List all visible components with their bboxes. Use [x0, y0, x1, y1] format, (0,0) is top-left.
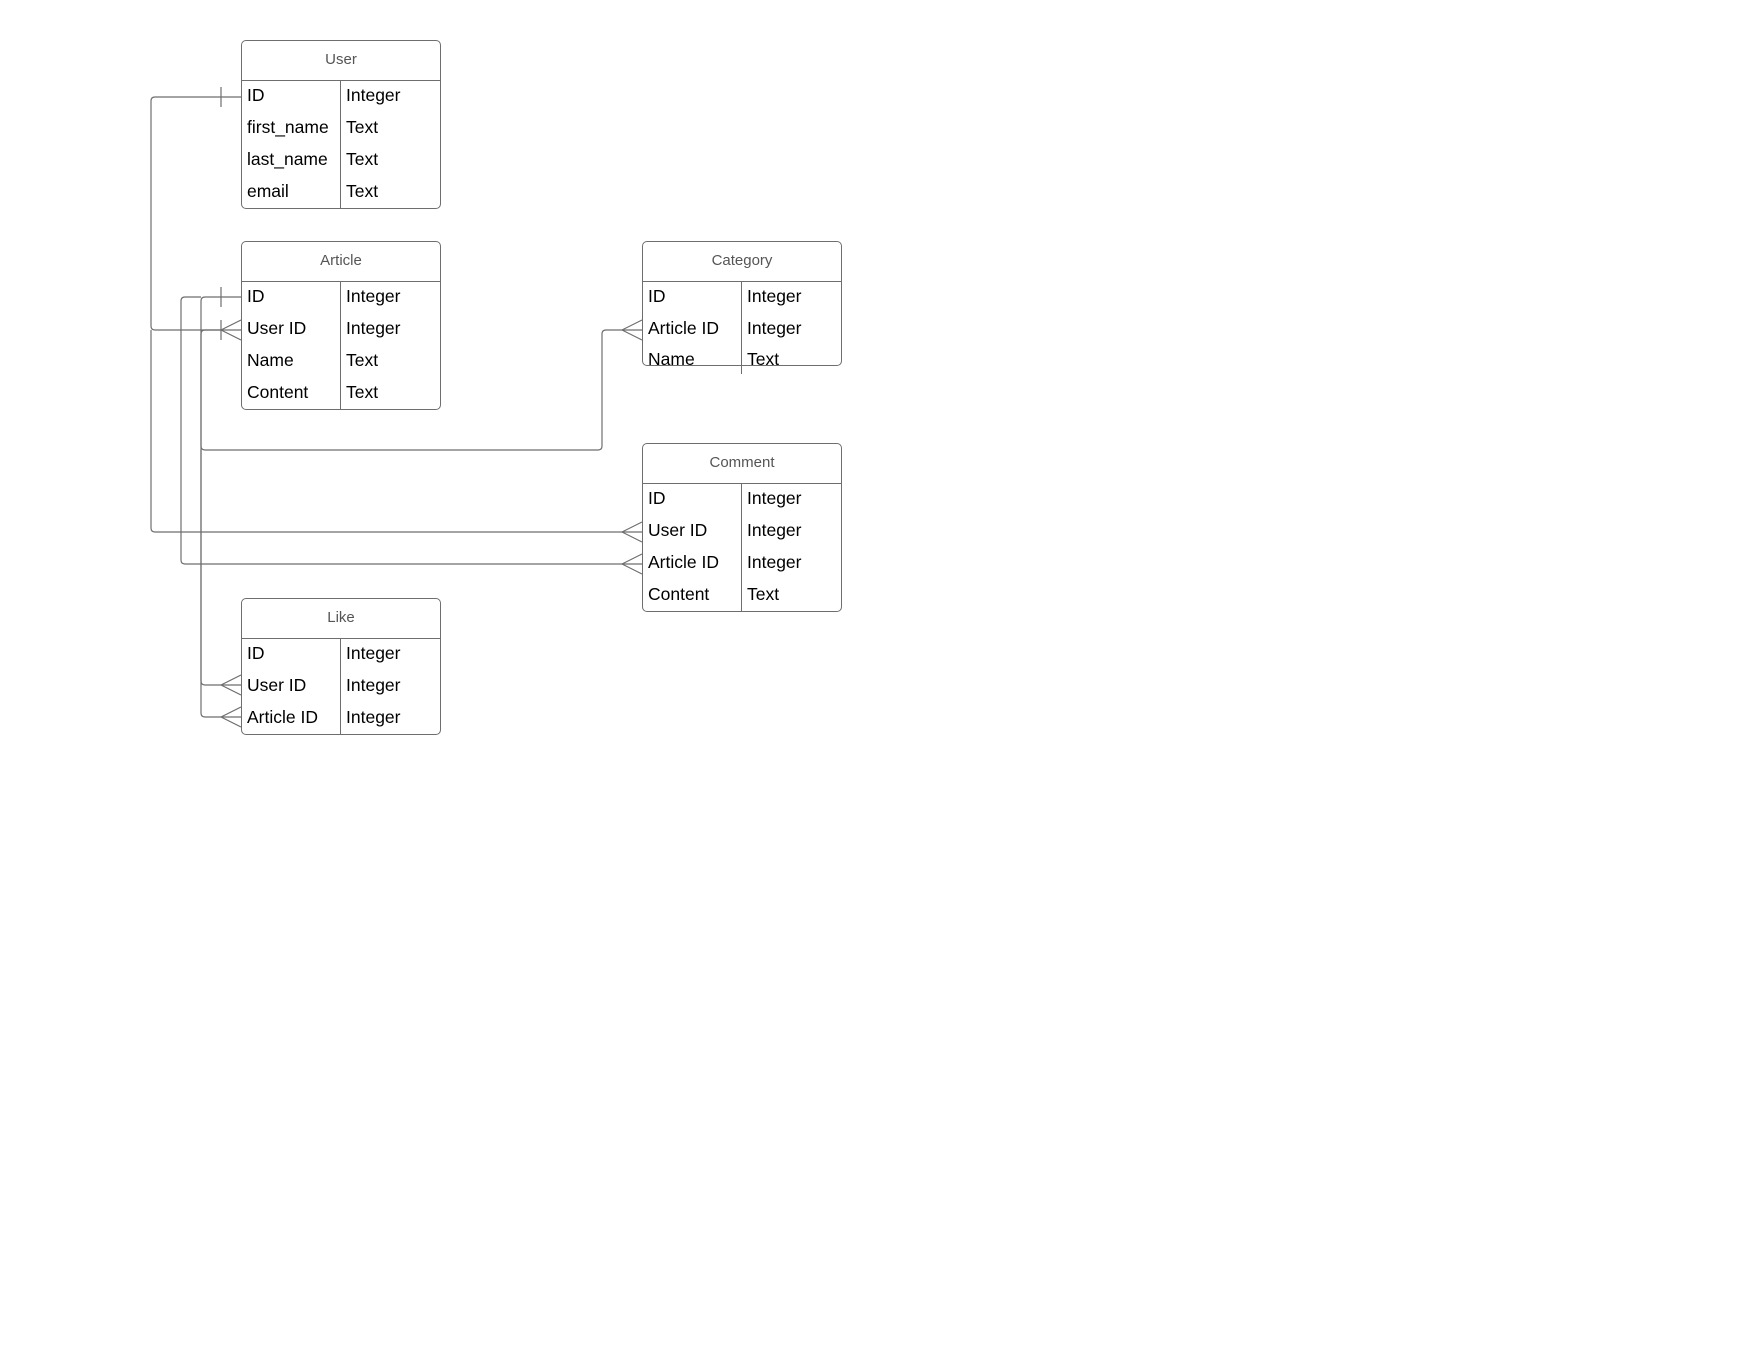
field-type: Integer	[346, 707, 401, 727]
field-name: Name	[643, 346, 742, 374]
field-type: Integer	[747, 488, 802, 508]
field-name: Content	[242, 378, 341, 410]
connector-user-like	[200, 329, 241, 686]
crow-foot-comment-user-id-top	[621, 521, 643, 533]
field-type: Integer	[346, 643, 401, 663]
crow-foot-like-user-id-bottom	[220, 684, 242, 696]
connector-user-comment	[150, 330, 642, 533]
connector-article-category	[200, 296, 642, 451]
entity-row[interactable]: Article ID Integer	[643, 548, 841, 580]
field-name: User ID	[242, 314, 341, 346]
entity-row[interactable]: ID Integer	[242, 282, 440, 314]
crow-foot-article-user-id-top	[220, 319, 242, 331]
entity-title: Comment	[643, 444, 841, 484]
field-name: ID	[643, 484, 742, 516]
entity-row[interactable]: first_name Text	[242, 113, 440, 145]
field-type: Text	[346, 181, 379, 201]
field-type: Integer	[346, 286, 401, 306]
crow-foot-article-user-id-bottom	[220, 329, 242, 341]
entity-row[interactable]: email Text	[242, 177, 440, 209]
entity-row[interactable]: ID Integer	[643, 282, 841, 314]
field-type: Integer	[346, 675, 401, 695]
field-name: Content	[643, 580, 742, 612]
field-type: Integer	[747, 552, 802, 572]
entity-row[interactable]: ID Integer	[242, 81, 440, 113]
field-name: last_name	[242, 145, 341, 177]
entity-title: Like	[242, 599, 440, 639]
entity-row[interactable]: Name Text	[643, 346, 841, 374]
field-name: User ID	[242, 671, 341, 703]
field-name: first_name	[242, 113, 341, 145]
field-name: ID	[643, 282, 742, 314]
connector-article-like	[200, 450, 241, 718]
crow-foot-category-article-id-bottom	[621, 329, 643, 341]
field-type: Text	[346, 382, 379, 402]
connector-user-article	[150, 96, 241, 331]
entity-category[interactable]: Category ID Integer Article ID Integer N…	[642, 241, 842, 374]
entity-title: Category	[643, 242, 841, 282]
entity-comment[interactable]: Comment ID Integer User ID Integer Artic…	[642, 443, 842, 612]
field-type: Integer	[346, 318, 401, 338]
field-name: email	[242, 177, 341, 209]
field-type: Integer	[747, 520, 802, 540]
crow-foot-comment-article-id-bottom	[621, 563, 643, 575]
entity-row[interactable]: Content Text	[643, 580, 841, 612]
entity-row[interactable]: Article ID Integer	[242, 703, 440, 735]
crow-foot-category-article-id-top	[621, 319, 643, 331]
entity-row[interactable]: Name Text	[242, 346, 440, 378]
field-name: ID	[242, 282, 341, 314]
field-name: Article ID	[643, 548, 742, 580]
field-type: Integer	[346, 85, 401, 105]
field-type: Text	[747, 349, 780, 369]
field-type: Text	[747, 584, 780, 604]
entity-like[interactable]: Like ID Integer User ID Integer Article …	[241, 598, 441, 735]
entity-row[interactable]: Content Text	[242, 378, 440, 410]
crow-foot-comment-user-id-bottom	[621, 531, 643, 543]
entity-row[interactable]: User ID Integer	[643, 516, 841, 548]
field-name: Article ID	[242, 703, 341, 735]
entity-row[interactable]: User ID Integer	[242, 671, 440, 703]
field-type: Text	[346, 149, 379, 169]
field-name: Name	[242, 346, 341, 378]
field-type: Integer	[747, 318, 802, 338]
entity-row[interactable]: User ID Integer	[242, 314, 440, 346]
field-name: ID	[242, 639, 341, 671]
entity-row[interactable]: ID Integer	[643, 484, 841, 516]
entity-title: User	[242, 41, 440, 81]
crow-foot-like-article-id-top	[220, 706, 242, 718]
entity-row[interactable]: Article ID Integer	[643, 314, 841, 346]
entity-row[interactable]: ID Integer	[242, 639, 440, 671]
field-name: ID	[242, 81, 341, 113]
connector-article-comment	[180, 296, 642, 565]
entity-row[interactable]: last_name Text	[242, 145, 440, 177]
field-name: User ID	[643, 516, 742, 548]
entity-article[interactable]: Article ID Integer User ID Integer Name …	[241, 241, 441, 410]
crow-foot-comment-article-id-top	[621, 553, 643, 565]
crow-foot-like-article-id-bottom	[220, 716, 242, 728]
entity-user[interactable]: User ID Integer first_name Text last_nam…	[241, 40, 441, 209]
entity-title: Article	[242, 242, 440, 282]
field-type: Integer	[747, 286, 802, 306]
field-name: Article ID	[643, 314, 742, 346]
field-type: Text	[346, 350, 379, 370]
crow-foot-like-user-id-top	[220, 674, 242, 686]
field-type: Text	[346, 117, 379, 137]
